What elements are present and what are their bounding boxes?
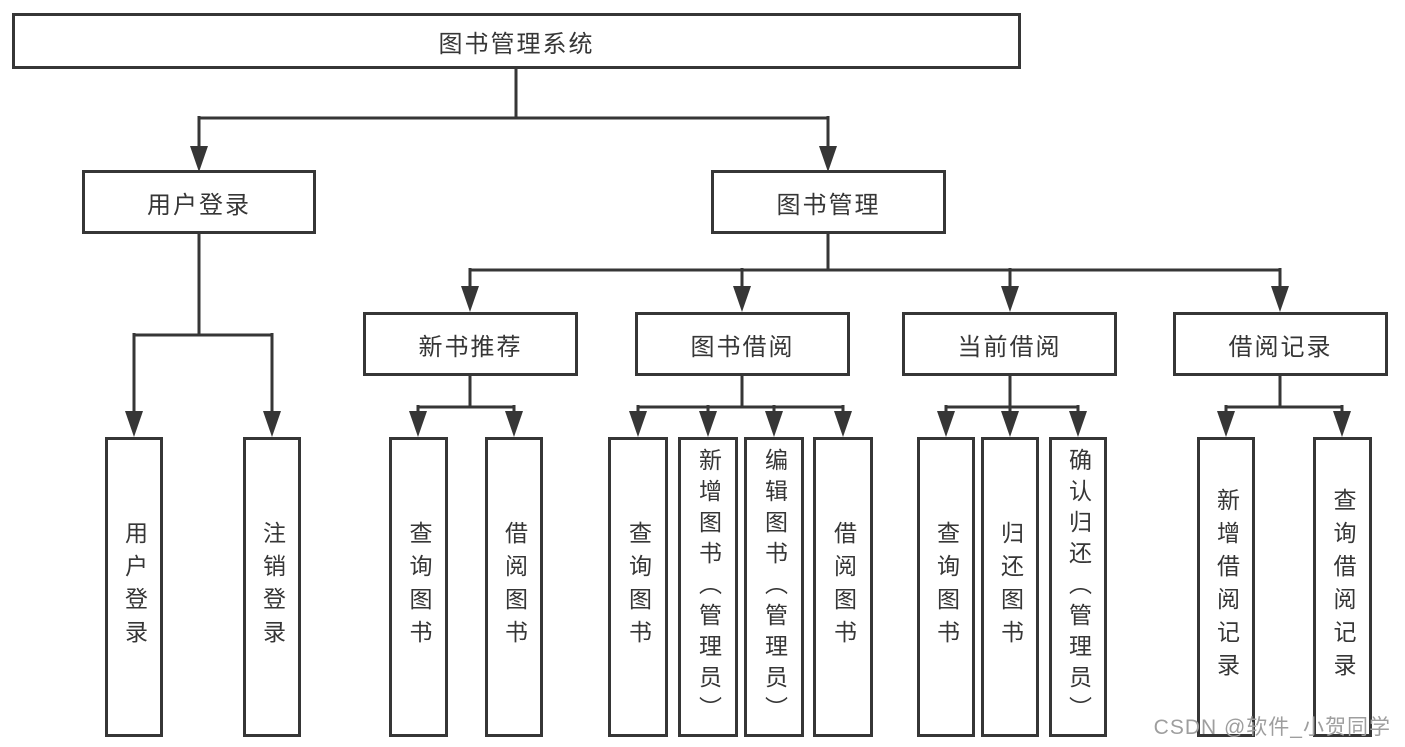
leaf-record-query-record: 查询借阅记录 (1313, 437, 1372, 737)
down-arrowhead (629, 411, 647, 437)
leaf-current-return-books: 归还图书 (981, 437, 1039, 737)
leaf-borrow-edit-books-admin: 编辑图书（管理员） (744, 437, 804, 737)
edge-borrow-record-to-children (1217, 376, 1351, 437)
leaf-borrow-query-books-label: 查询图书 (625, 521, 652, 653)
down-arrowhead (263, 411, 281, 437)
leaf-record-add-record-label: 新增借阅记录 (1213, 488, 1240, 686)
leaf-borrow-add-books-admin: 新增图书（管理员） (678, 437, 738, 737)
leaf-borrow-borrow-books: 借阅图书 (813, 437, 873, 737)
down-arrowhead (1001, 411, 1019, 437)
node-book-management-label: 图书管理 (776, 191, 881, 219)
node-book-borrowing-label: 图书借阅 (690, 333, 795, 361)
leaf-newbook-borrow-books: 借阅图书 (485, 437, 543, 737)
down-arrowhead (1069, 411, 1087, 437)
leaf-newbook-query-books: 查询图书 (389, 437, 448, 737)
leaf-newbook-query-books-label: 查询图书 (406, 521, 432, 653)
down-arrowhead (409, 411, 427, 437)
node-borrowing-records: 借阅记录 (1173, 312, 1388, 376)
edge-user-login-to-children (125, 234, 281, 437)
edge-book-borrow-to-children (629, 376, 852, 437)
node-new-book-recommend-label: 新书推荐 (418, 333, 523, 361)
node-current-borrowing: 当前借阅 (902, 312, 1117, 376)
down-arrowhead (1217, 411, 1235, 437)
down-arrowhead (505, 411, 523, 437)
leaf-logout: 注销登录 (243, 437, 301, 737)
down-arrowhead (190, 146, 208, 172)
node-book-borrowing: 图书借阅 (635, 312, 850, 376)
down-arrowhead (1271, 286, 1289, 312)
leaf-borrow-edit-books-admin-label: 编辑图书（管理员） (761, 447, 788, 727)
down-arrowhead (1001, 286, 1019, 312)
leaf-borrow-borrow-books-label: 借阅图书 (830, 521, 857, 653)
leaf-current-return-books-label: 归还图书 (997, 521, 1024, 653)
down-arrowhead (937, 411, 955, 437)
node-user-login: 用户登录 (82, 170, 316, 234)
node-new-book-recommend: 新书推荐 (363, 312, 578, 376)
edge-current-borrow-to-children (937, 376, 1087, 437)
leaf-record-add-record: 新增借阅记录 (1197, 437, 1255, 737)
down-arrowhead (819, 146, 837, 172)
down-arrowhead (765, 411, 783, 437)
leaf-record-query-record-label: 查询借阅记录 (1330, 488, 1356, 686)
leaf-newbook-borrow-books-label: 借阅图书 (501, 521, 528, 653)
down-arrowhead (461, 286, 479, 312)
down-arrowhead (125, 411, 143, 437)
csdn-watermark: CSDN @软件_小贺同学 (1153, 716, 1391, 739)
down-arrowhead (1333, 411, 1351, 437)
leaf-user-login-label: 用户登录 (121, 521, 148, 653)
node-user-login-label: 用户登录 (147, 191, 251, 219)
node-library-system: 图书管理系统 (12, 13, 1021, 69)
node-book-management: 图书管理 (711, 170, 946, 234)
leaf-borrow-add-books-admin-label: 新增图书（管理员） (695, 447, 722, 727)
node-current-borrowing-label: 当前借阅 (957, 333, 1062, 361)
down-arrowhead (733, 286, 751, 312)
leaf-user-login: 用户登录 (105, 437, 163, 737)
edge-root-to-level2 (190, 69, 837, 172)
node-borrowing-records-label: 借阅记录 (1228, 333, 1333, 361)
leaf-current-confirm-return-admin-label: 确认归还（管理员） (1065, 447, 1092, 727)
leaf-borrow-query-books: 查询图书 (608, 437, 668, 737)
down-arrowhead (699, 411, 717, 437)
leaf-logout-label: 注销登录 (259, 521, 286, 653)
edge-book-management-to-level3 (461, 234, 1289, 312)
node-library-system-label: 图书管理系统 (438, 30, 595, 58)
leaf-current-query-books-label: 查询图书 (933, 521, 960, 653)
down-arrowhead (834, 411, 852, 437)
leaf-current-query-books: 查询图书 (917, 437, 975, 737)
leaf-current-confirm-return-admin: 确认归还（管理员） (1049, 437, 1107, 737)
edge-new-book-to-children (409, 376, 523, 437)
